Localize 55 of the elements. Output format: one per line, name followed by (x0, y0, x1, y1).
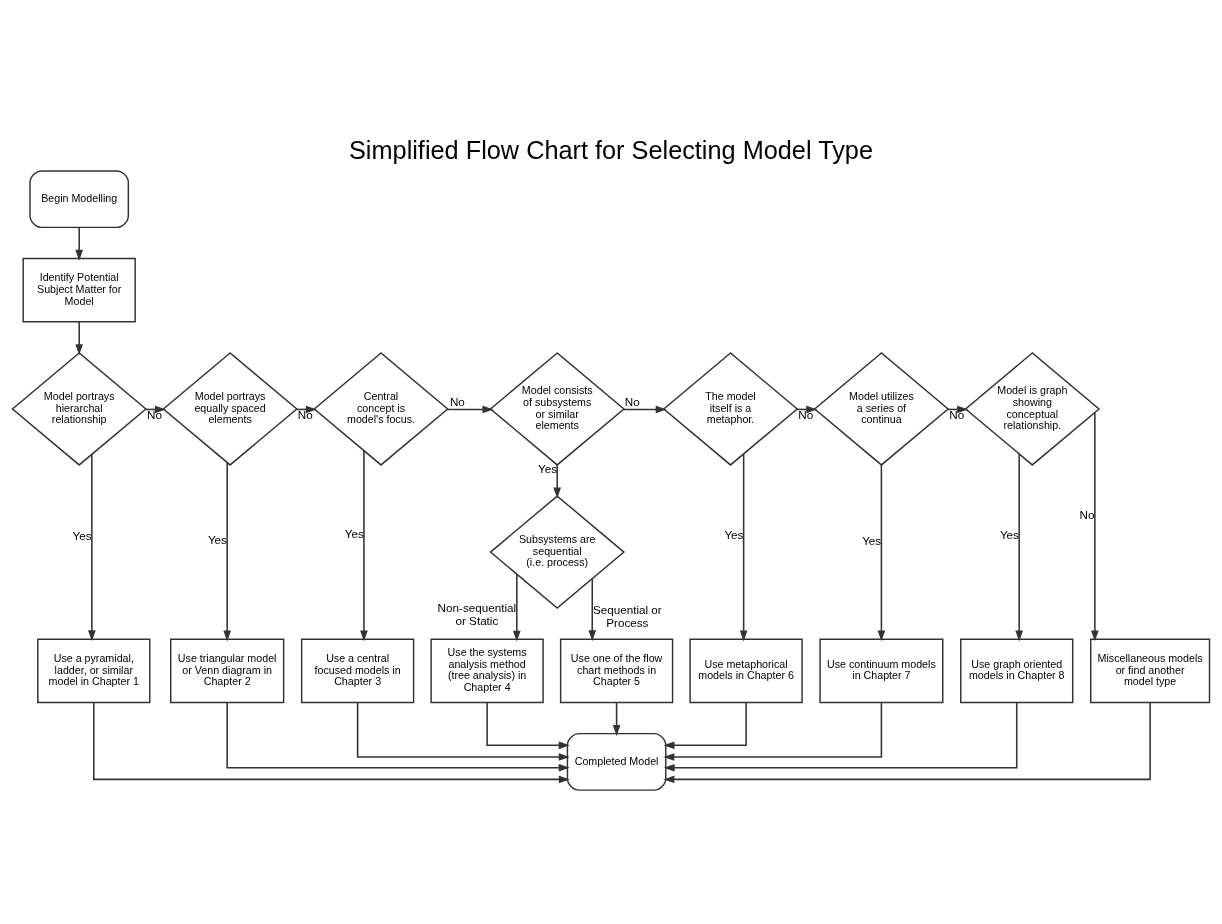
arrow (75, 320, 83, 355)
arrow (360, 449, 368, 641)
node-box: Use continuum models in Chapter 7 (819, 637, 944, 703)
diagram-title: Simplified Flow Chart for Selecting Model Type (349, 135, 873, 164)
node-diamond: Model utilizes a series of continua (813, 351, 950, 466)
node-box: Use triangular model or Venn diagram in Chapter 2 (169, 637, 285, 703)
arrow (226, 701, 570, 772)
node-box: Use graph oriented models in Chapter 8 (960, 637, 1074, 703)
node-box: Use metaphorical models in Chapter 6 (689, 637, 803, 703)
node-box: Use a pyramidal, ladder, or similar model in Chapter 1 (37, 637, 151, 703)
arrow (1091, 411, 1099, 641)
arrow (588, 577, 597, 641)
node-diamond: Model consists of subsystems or similar elements (489, 351, 626, 466)
node-diamond: Model is graph showing conceptual relationship. (964, 351, 1101, 466)
node-diamond: The model itself is a metaphor. (662, 351, 799, 466)
node-box: Completed Model (566, 732, 667, 791)
arrow (513, 573, 521, 642)
edge-label: Yes (207, 532, 227, 546)
arrow (1015, 452, 1023, 641)
arrow (612, 701, 621, 736)
arrow (446, 405, 494, 413)
node-diamond: Model portrays hierarchal relationship (11, 351, 147, 466)
edge-label: Yes (724, 527, 744, 541)
arrow (88, 453, 96, 641)
edge-label: Yes (72, 528, 92, 542)
edge-label: Yes (999, 527, 1019, 541)
arrow (739, 452, 748, 641)
node-box: Begin Modelling (29, 169, 130, 228)
arrow (622, 405, 667, 413)
edge-label: No (146, 407, 162, 421)
edge-label: No (949, 407, 965, 421)
edge-label: No (624, 394, 640, 408)
node-box: Use a central focused models in Chapter 3 (300, 637, 415, 703)
edge-label: No (297, 407, 313, 421)
edge-label: No (1079, 507, 1095, 521)
arrow (223, 461, 231, 641)
arrow (663, 701, 1018, 772)
edge-label: Yes (862, 533, 882, 547)
arrow (663, 701, 1151, 783)
node-box: Use the systems analysis method (tree analysis) in Chapter 4 (430, 637, 544, 703)
arrow (93, 701, 570, 783)
node-box: Identify Potential Subject Matter for Model (22, 257, 136, 323)
arrow (356, 701, 570, 761)
node-diamond: Central concept is model's focus. (313, 351, 449, 466)
node-diamond: Model portrays equally spaced elements (162, 351, 298, 466)
arrow (553, 463, 562, 498)
arrow (877, 463, 886, 641)
edge-label: No (798, 407, 814, 421)
node-box: Miscellaneous models or find another model type (1090, 637, 1211, 703)
arrow (75, 226, 83, 261)
edge-label: No (449, 394, 465, 408)
arrow (486, 701, 570, 749)
arrow (663, 701, 747, 749)
arrow (663, 701, 883, 761)
node-box: Use one of the flow chart methods in Chapter 5 (559, 637, 674, 703)
